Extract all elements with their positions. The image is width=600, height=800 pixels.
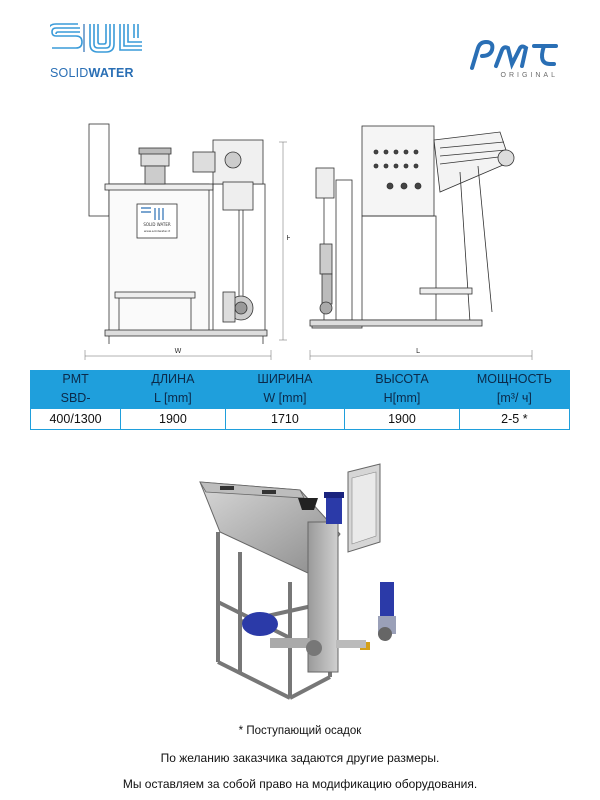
table-header-cell: [m³/ ч] (458, 389, 571, 409)
footnote-line-1: По желанию заказчика задаются другие раз… (160, 751, 440, 765)
table-header-cell: H[mm] (344, 389, 460, 409)
solidwater-wordmark: SOLIDWATER (50, 66, 134, 80)
table-header-cell: SBD- (29, 389, 122, 409)
table-cell: 1900 (120, 408, 226, 430)
drawing-plate-title: SOLID WATER (143, 222, 171, 227)
table-header-cell: W [mm] (224, 389, 346, 409)
table-header-cell: МОЩНОСТЬ (458, 370, 571, 389)
product-render-image (199, 463, 396, 700)
table-header-cell: ШИРИНА (224, 370, 346, 389)
table-cell: 1710 (224, 408, 346, 430)
table-header-cell: L [mm] (120, 389, 226, 409)
table-cell: 400/1300 (29, 408, 122, 430)
spec-table: PMT ДЛИНА ШИРИНА ВЫСОТА МОЩНОСТЬ SBD- L … (29, 370, 571, 430)
table-header-row: SBD- L [mm] W [mm] H[mm] [m³/ ч] (29, 389, 571, 409)
table-header-cell: ДЛИНА (120, 370, 226, 389)
pmt-original-label: ORIGINAL (500, 72, 558, 79)
dimension-label-length: L (416, 347, 420, 355)
solidwater-emblem-icon (47, 23, 142, 53)
table-cell: 2-5 * (458, 408, 571, 430)
table-cell: 1900 (344, 408, 460, 430)
table-row: 400/1300 1900 1710 1900 2-5 * (29, 408, 571, 430)
table-header-row: PMT ДЛИНА ШИРИНА ВЫСОТА МОЩНОСТЬ (29, 370, 571, 389)
dimension-label-width: W (175, 347, 182, 355)
front-view-drawing: SOLID WATER www.solidwater.it W H (84, 123, 290, 360)
pmt-logo-icon (470, 39, 558, 70)
dimension-label-height: H (286, 234, 290, 242)
solidwater-logo: SOLIDWATER (47, 22, 170, 82)
pmt-logo: ORIGINAL (464, 38, 560, 86)
side-view-drawing: L (309, 125, 533, 360)
table-header-cell: ВЫСОТА (344, 370, 460, 389)
table-header-cell: PMT (29, 370, 122, 389)
drawing-plate-url: www.solidwater.it (144, 229, 171, 233)
footnote-line-2: Мы оставляем за собой право на модификац… (122, 777, 478, 791)
footnote-asterisk: * Поступающий осадок (238, 725, 362, 737)
